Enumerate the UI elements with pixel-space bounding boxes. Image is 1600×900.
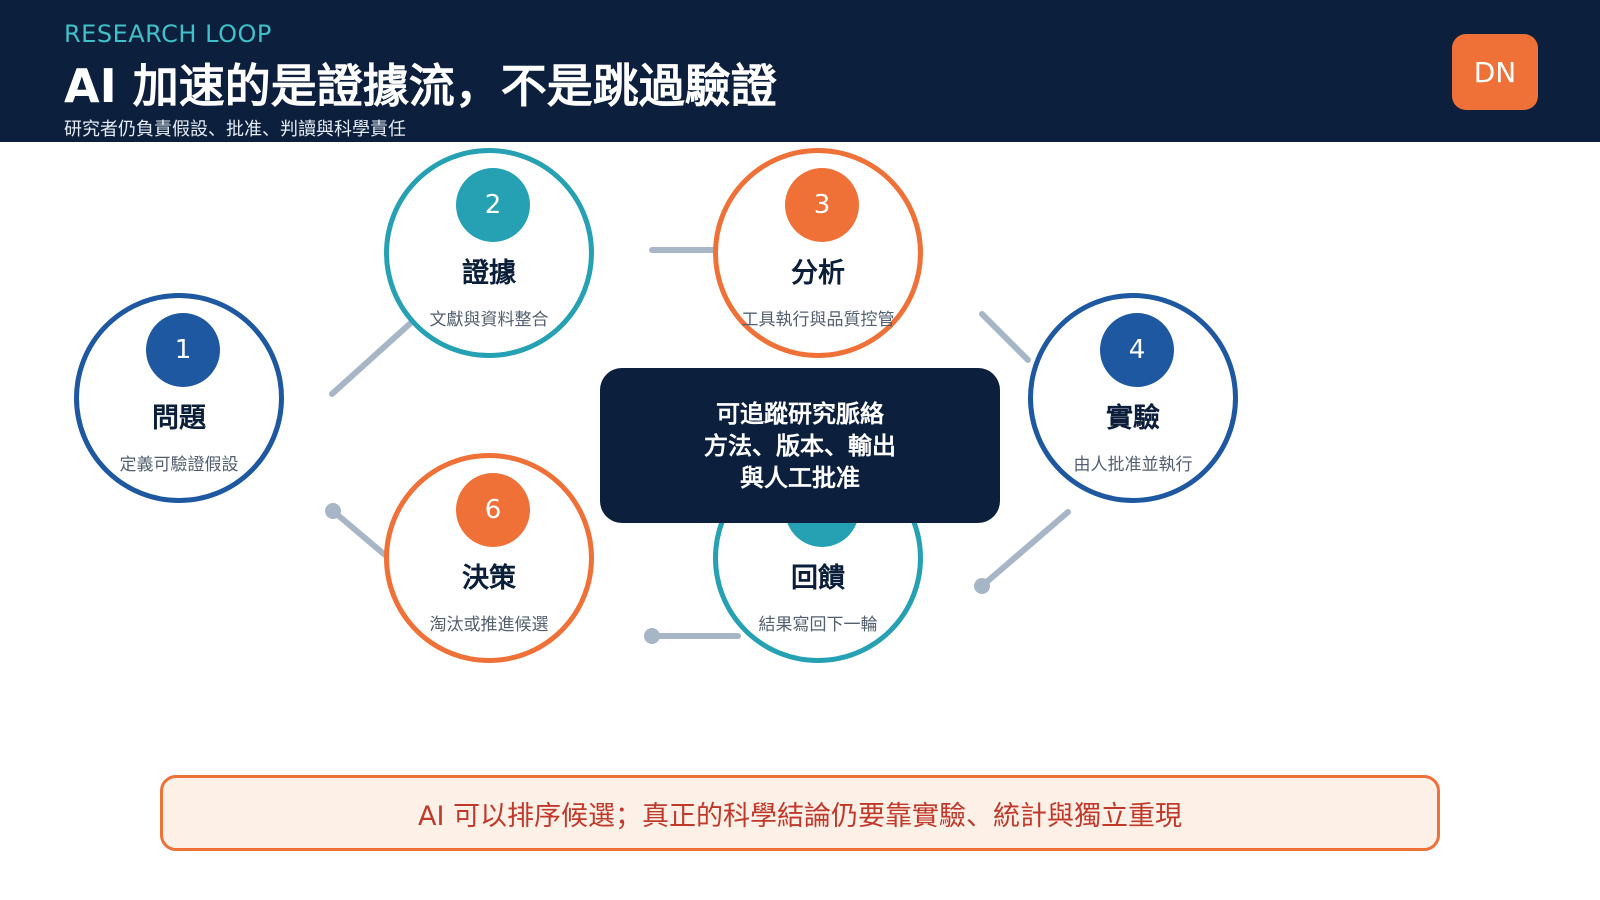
center-line: 與人工批准 xyxy=(740,463,860,492)
callout-banner: AI 可以排序候選；真正的科學結論仍要靠實驗、統計與獨立重現 xyxy=(160,775,1440,851)
step-title: 分析 xyxy=(791,258,845,289)
step-title: 決策 xyxy=(462,563,516,594)
connector-dot xyxy=(644,628,660,644)
step-number-badge: 4 xyxy=(1100,313,1174,387)
step-number-badge: 3 xyxy=(785,168,859,242)
center-line: 方法、版本、輸出 xyxy=(704,431,896,460)
step-description: 淘汰或推進候選 xyxy=(429,615,549,635)
connector-3-4 xyxy=(979,311,1031,363)
page-subtitle: 研究者仍負責假設、批准、判讀與科學責任 xyxy=(64,119,406,140)
step-number-badge: 6 xyxy=(456,473,530,547)
header-banner: RESEARCH LOOP AI 加速的是證據流，不是跳過驗證 研究者仍負責假設… xyxy=(0,0,1600,142)
step-description: 由人批准並執行 xyxy=(1073,455,1193,475)
step-node-experiment: 4 實驗 由人批准並執行 xyxy=(1028,293,1238,503)
step-node-analysis: 3 分析 工具執行與品質控管 xyxy=(713,148,923,358)
step-description: 結果寫回下一輪 xyxy=(758,615,878,635)
step-description: 文獻與資料整合 xyxy=(429,310,549,330)
page-title: AI 加速的是證據流，不是跳過驗證 xyxy=(64,59,777,113)
step-title: 回饋 xyxy=(791,563,845,594)
step-title: 實驗 xyxy=(1106,403,1160,434)
step-node-question: 1 問題 定義可驗證假設 xyxy=(74,293,284,503)
eyebrow-label: RESEARCH LOOP xyxy=(64,20,272,48)
step-node-decision: 6 決策 淘汰或推進候選 xyxy=(384,453,594,663)
step-title: 問題 xyxy=(152,403,206,434)
dn-badge: DN xyxy=(1452,34,1538,110)
center-line: 可追蹤研究脈絡 xyxy=(716,399,884,428)
step-number-badge: 1 xyxy=(146,313,220,387)
center-context-box: 可追蹤研究脈絡 方法、版本、輸出 與人工批准 xyxy=(600,368,1000,523)
step-description: 定義可驗證假設 xyxy=(119,455,239,475)
connector-6-1 xyxy=(330,508,388,558)
connector-4-5 xyxy=(979,509,1071,589)
step-title: 證據 xyxy=(462,258,516,289)
connector-dot xyxy=(325,503,341,519)
step-node-evidence: 2 證據 文獻與資料整合 xyxy=(384,148,594,358)
callout-text: AI 可以排序候選；真正的科學結論仍要靠實驗、統計與獨立重現 xyxy=(417,800,1182,832)
connector-1-2 xyxy=(329,317,417,397)
connector-dot xyxy=(974,578,990,594)
step-description: 工具執行與品質控管 xyxy=(741,310,895,330)
step-number-badge: 2 xyxy=(456,168,530,242)
